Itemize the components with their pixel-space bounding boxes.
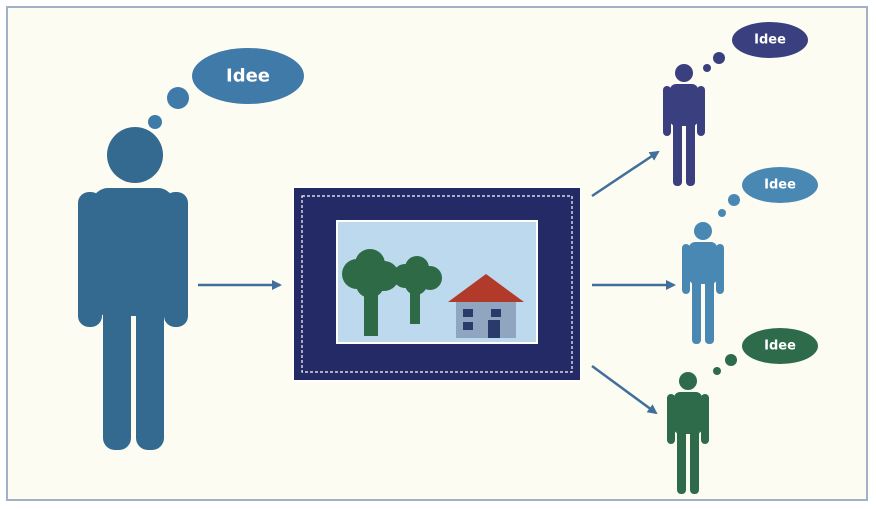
middle-viewer-thought-bubble-icon: Idee [742, 167, 818, 203]
main-person-icon [78, 127, 188, 450]
bottom-viewer-person-icon [667, 372, 709, 494]
bottom-viewer-thought-bubble-icon: Idee [742, 328, 818, 364]
arrow-to-top-viewer [591, 150, 660, 198]
bottom-viewer-thought-dots [713, 354, 737, 375]
main-bubble-label: Idee [226, 66, 270, 87]
house-icon [448, 274, 524, 338]
middle-viewer-thought-dots [718, 194, 740, 217]
top-viewer-bubble-label: Idee [754, 33, 786, 48]
arrow-to-bottom-viewer [591, 364, 658, 415]
tree-icon [342, 249, 399, 336]
main-thought-bubble-icon: Idee [192, 48, 304, 104]
tree-icon [393, 256, 442, 324]
top-viewer-thought-dots [703, 52, 725, 72]
middle-viewer-bubble-label: Idee [764, 178, 796, 193]
top-viewer-thought-bubble-icon: Idee [732, 22, 808, 58]
middle-viewer-person-icon [682, 222, 724, 344]
top-viewer-person-icon [663, 64, 705, 186]
bottom-viewer-bubble-label: Idee [764, 339, 796, 354]
main-thought-dots [148, 87, 189, 129]
